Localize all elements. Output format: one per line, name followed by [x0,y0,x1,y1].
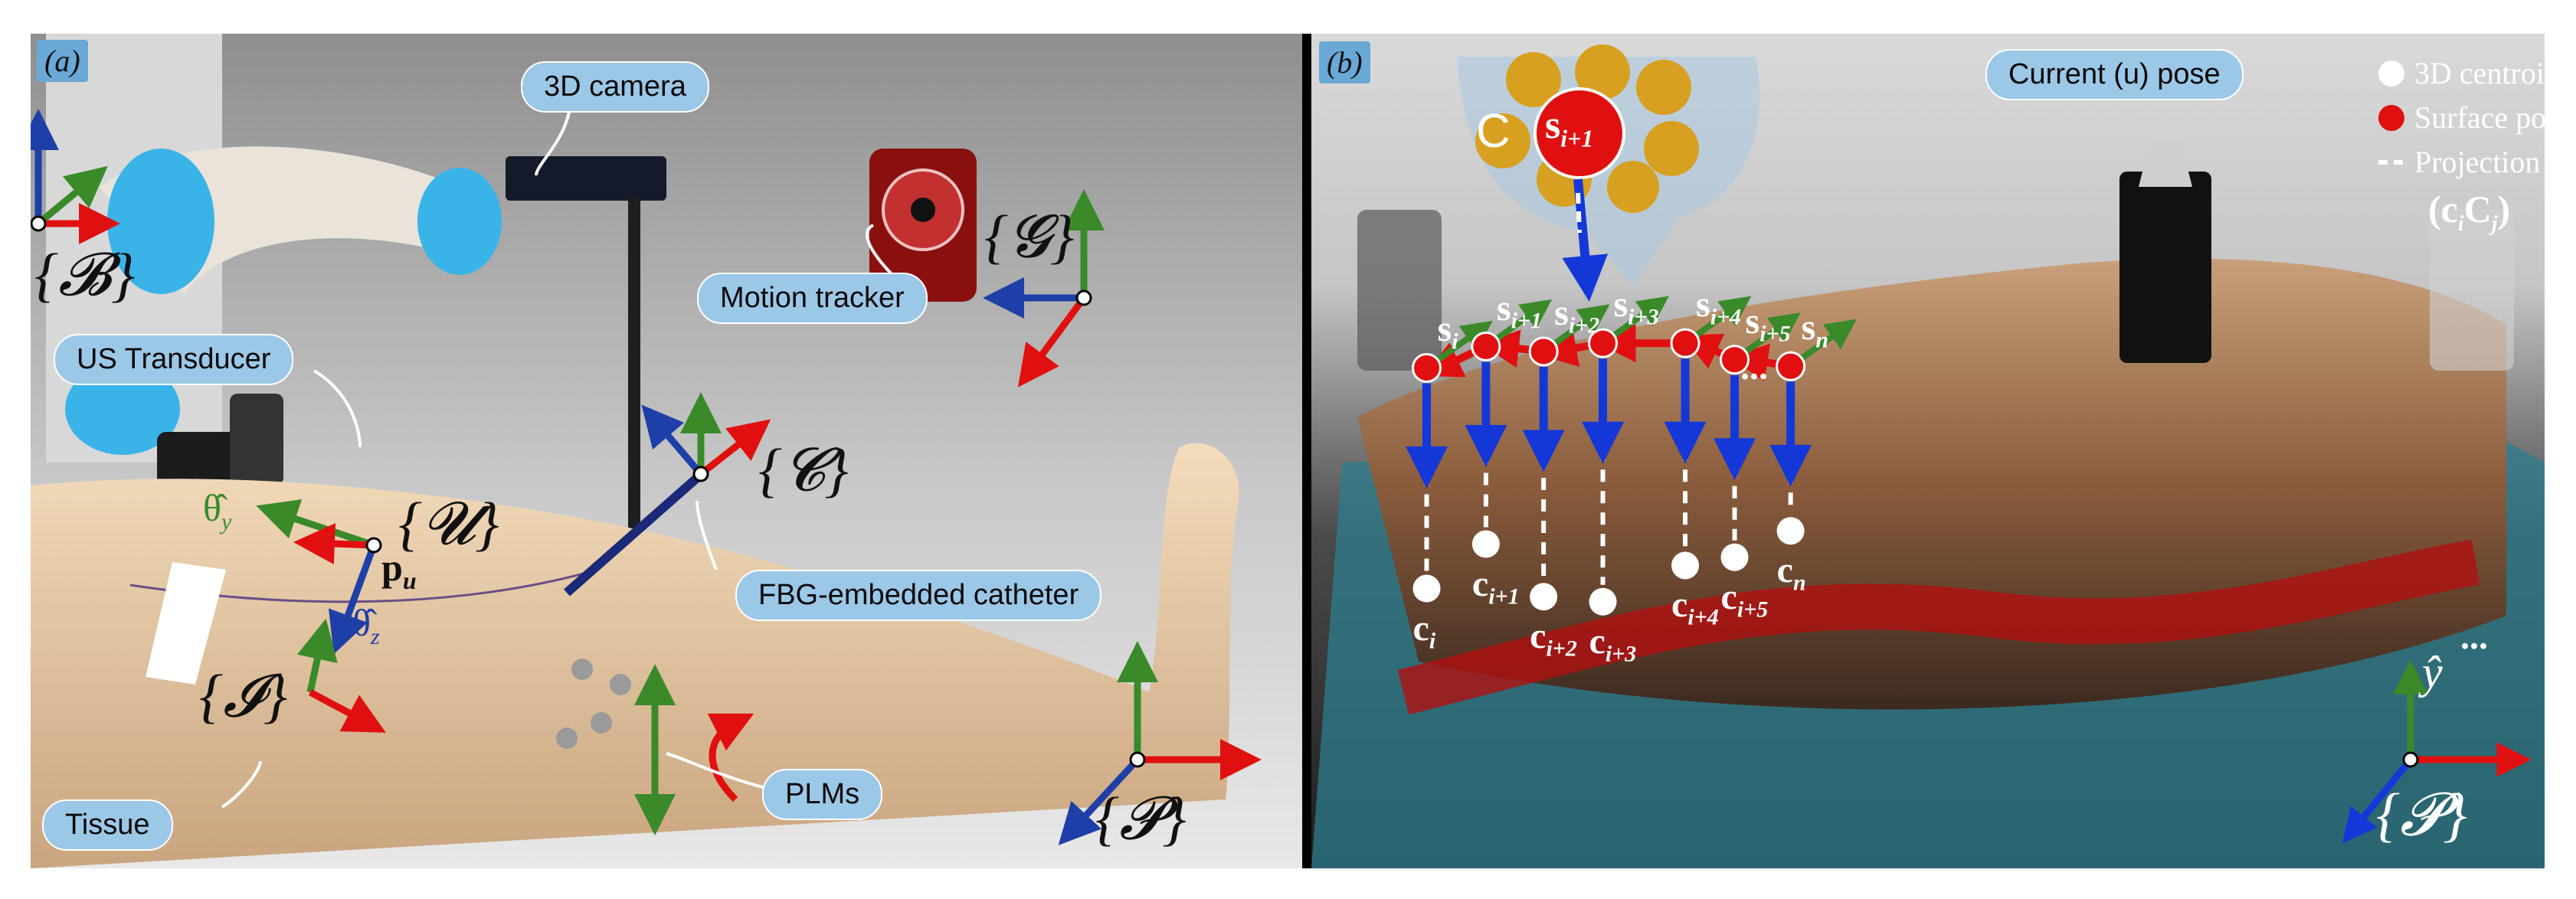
cluster-surface-point [1533,87,1625,179]
legend-surface-marker [2378,105,2404,131]
us-transducer-head [230,394,283,485]
ghost-probe-left [1357,210,1442,371]
ellipsis-label: ... [1740,347,1768,387]
surface-point [1588,328,1619,358]
cluster-letter: C [1476,105,1511,158]
legend-projection-ray: Projection ray [2414,145,2545,179]
surface-point [1720,345,1750,375]
panel-divider [1302,34,1311,868]
plm-marker [571,659,593,680]
current-probe [2119,172,2211,363]
centroid-label: ci+5 [1720,576,1769,623]
surface-point [1670,328,1700,358]
robot-joint-2 [417,168,502,275]
panel-b: (b) Current (u) pose C si+1 3D centroids… [1311,34,2545,868]
ghost-probe-right [2430,210,2514,371]
tissue-leader [221,760,262,809]
frame-p-axes-b [2342,659,2532,844]
surface-point-label: si+2 [1554,292,1600,338]
robot-joint-3 [65,363,180,455]
camera-label: 3D camera [521,61,709,113]
camera-leader [535,102,572,176]
catheter-label: FBG-embedded catheter [735,570,1102,621]
current-pose-label: Current (u) pose [1985,49,2244,100]
centroid-point [1589,587,1617,616]
robot-joint-1 [107,149,214,294]
theta-z-label: θ̂z [352,601,380,649]
surface-point-label: sn [1801,307,1829,353]
centroid-point [1412,574,1441,603]
frame-g-label: {𝓖} [984,203,1075,270]
cluster-ray [1576,192,1582,234]
cluster-point-label: si+1 [1545,103,1594,152]
frame-i-label: {𝓘} [199,662,288,729]
panel-b-tag: (b) [1319,41,1370,83]
us-image-plane [146,562,226,685]
plm-marker [591,712,612,734]
plms-leader [666,752,767,789]
legend-formula: (ciCj) [2428,188,2511,236]
centroid-point [1471,530,1500,558]
legend-surface-points: Surface points [2414,100,2545,135]
surface-point-label: si+4 [1696,284,1742,330]
frame-g-axes [983,189,1105,387]
plm-axes [634,664,754,835]
plms-label: PLMs [762,769,883,820]
surface-point [1471,332,1501,361]
ellipsis-label: ... [2460,616,2488,657]
cluster-region [1457,57,1760,286]
panel-b-illustration [1311,44,2545,868]
surface-point-label: si+1 [1496,287,1543,334]
surface-point [1528,336,1559,367]
centroid-label: cn [1776,550,1806,596]
panel-a-tag: (a) [37,40,88,82]
legend-centroids: 3D centroids [2414,56,2545,90]
surface-point-label: si+5 [1745,300,1791,347]
centroid-point [1671,551,1700,580]
frame-c-label: {𝓒} [758,436,849,503]
plm-marker [556,727,578,749]
frame-u-axes [256,499,382,655]
frame-b-axes [31,109,120,244]
legend-centroid-marker [2378,60,2404,87]
pu-label: pu [381,546,417,594]
surface-point-label: si [1437,309,1458,355]
plm-marker [610,674,631,695]
centroid-path [1397,539,2480,715]
catheter-leader [696,500,718,570]
centroid-label: ci+1 [1471,563,1520,610]
centroid-label: ci+4 [1671,584,1719,631]
centroid-label: ci+2 [1530,616,1577,662]
centroid-point [1720,543,1749,571]
centroid-label: ci [1412,607,1436,654]
frame-c-axes [641,392,771,482]
panel-a-illustration [31,34,1262,868]
theta-y-label: θ̂y [203,486,232,534]
axis-y-label: ŷ [2422,647,2443,698]
centroid-point [1776,517,1805,545]
surface-point [1412,352,1442,383]
transducer-leader [313,369,362,448]
frame-i-axes [296,618,386,733]
surface-chain [1406,296,1857,616]
frame-p-axes [1058,641,1262,845]
frame-p-label: {𝓟} [1095,785,1187,852]
centroid-point [1530,583,1558,611]
current-probe-tip [2139,141,2192,187]
tracker-leader [865,224,898,280]
surface-point [1776,351,1806,381]
fbg-catheter [564,474,700,597]
frame-b-label: {𝓑} [34,241,136,308]
frame-u-label: {𝓤} [398,490,499,557]
motion-tracker-pupil [911,198,935,222]
panel-a: (a) 3D camera US Transducer Motion track… [31,34,1302,868]
3d-camera-body [506,156,666,201]
tracker-label: Motion tracker [697,273,928,324]
surface-point-label: si+3 [1613,284,1659,330]
tissue-label: Tissue [42,799,173,851]
centroid-label: ci+3 [1589,620,1637,667]
transducer-label: US Transducer [54,334,294,385]
frame-p-label-b: {𝓟} [2376,781,2467,848]
